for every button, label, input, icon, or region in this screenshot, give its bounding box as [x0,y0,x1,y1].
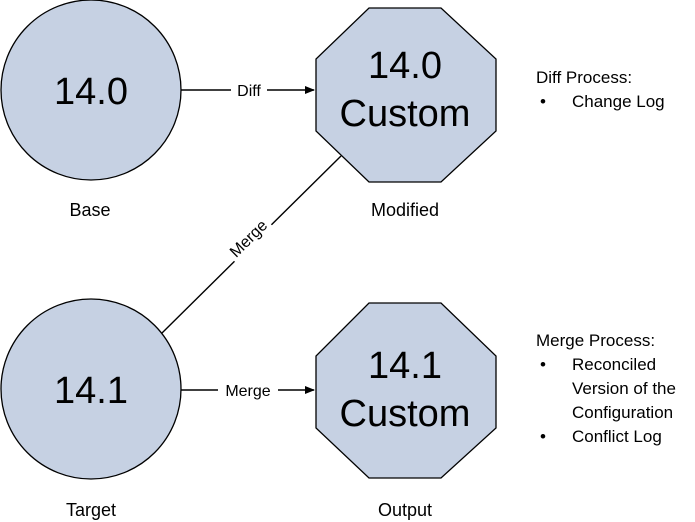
merge-process-title: Merge Process: [536,331,656,350]
merge-process-notes: Merge Process: Reconciled Version of the… [536,329,691,449]
edge-modified-to-target: Merge [161,155,342,334]
node-output-label-line2: Custom [340,393,471,435]
node-output-caption: Output [378,500,432,520]
node-target-caption: Target [66,500,116,520]
node-modified-caption: Modified [371,200,439,220]
node-modified-label-line2: Custom [340,93,471,135]
edge-label-merge-horizontal: Merge [225,383,270,400]
node-target-label: 14.1 [54,370,128,412]
edge-target-to-output: Merge [181,380,315,400]
node-output-label-line1: 14.1 [368,345,442,387]
node-output: 14.1 Custom [315,302,497,479]
node-base-caption: Base [69,200,110,220]
node-modified: 14.0 Custom [315,7,497,183]
diff-process-title: Diff Process: [536,68,633,87]
node-base: 14.0 [0,0,182,181]
edge-base-to-modified: Diff [181,80,315,100]
merge-process-list: Reconciled Version of the Configuration … [536,353,691,449]
list-item: Reconciled Version of the Configuration [536,353,691,425]
node-base-label: 14.0 [54,71,128,113]
node-modified-label-line1: 14.0 [368,45,442,87]
edge-label-diff: Diff [237,83,261,100]
node-target: 14.1 [0,298,182,480]
list-item: Conflict Log [536,425,691,449]
list-item: Change Log [536,90,691,114]
diff-process-list: Change Log [536,90,691,114]
diff-process-notes: Diff Process: Change Log [536,66,691,114]
